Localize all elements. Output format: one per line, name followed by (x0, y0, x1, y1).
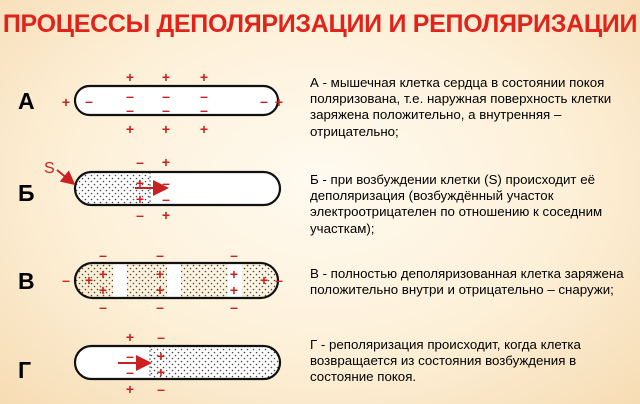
positive-charge: + (156, 266, 164, 282)
charge-symbols: +++–––––++–––+++–++–+––+–––+++–++–+++–––… (62, 69, 283, 397)
positive-charge: + (62, 94, 70, 110)
negative-charge: – (136, 154, 144, 170)
negative-charge: – (200, 88, 208, 104)
positive-charge: + (230, 266, 238, 282)
row-letter-a: А (18, 88, 35, 114)
cell-v-outline (73, 261, 280, 300)
positive-charge: + (136, 191, 144, 207)
positive-charge: + (260, 272, 268, 288)
negative-charge: – (136, 207, 144, 223)
negative-charge: – (230, 299, 238, 315)
positive-charge: + (162, 154, 170, 170)
positive-charge: + (230, 282, 238, 298)
positive-charge: + (162, 121, 170, 137)
positive-charge: + (126, 329, 134, 345)
negative-charge: – (99, 299, 107, 315)
negative-charge: – (157, 329, 165, 345)
row-letter-b: Б (18, 180, 35, 206)
row-letter-v: В (18, 268, 35, 294)
positive-charge: + (85, 272, 93, 288)
stimulus-label: S (44, 160, 55, 177)
description-a: А - мышечная клетка сердца в состоянии п… (310, 75, 612, 139)
positive-charge: + (136, 175, 144, 191)
stimulus-arrow (56, 169, 76, 186)
description-g: Г - реполяризация происходит, когда клет… (310, 337, 581, 385)
positive-charge: + (200, 69, 208, 85)
positive-charge: + (156, 282, 164, 298)
description-b: Б - при возбуждении клетки (S) происходи… (310, 172, 603, 236)
positive-charge: + (200, 121, 208, 137)
positive-charge: + (126, 121, 134, 137)
cell-g-excited-zone (150, 346, 280, 379)
negative-charge: – (162, 102, 170, 118)
cell-b-outline (73, 170, 282, 207)
positive-charge: + (126, 69, 134, 85)
positive-charge: + (157, 348, 165, 364)
negative-charge: – (230, 247, 238, 263)
description-v: В - полностью деполяризованная клетка за… (310, 266, 624, 298)
cell-a-resting (73, 84, 280, 117)
negative-charge: – (162, 88, 170, 104)
negative-charge: – (260, 93, 268, 109)
negative-charge: – (126, 364, 134, 380)
row-letter-g: Г (18, 357, 32, 383)
positive-charge: + (157, 364, 165, 380)
positive-charge: + (162, 69, 170, 85)
negative-charge: – (157, 381, 165, 397)
negative-charge: – (85, 93, 93, 109)
negative-charge: – (162, 175, 170, 191)
negative-charge: – (99, 247, 107, 263)
page-title: ПРОЦЕССЫ ДЕПОЛЯРИЗАЦИИ И РЕПОЛЯРИЗАЦИИ (2, 10, 638, 38)
positive-charge: + (275, 94, 283, 110)
negative-charge: – (126, 102, 134, 118)
negative-charge: – (156, 247, 164, 263)
negative-charge: – (62, 272, 70, 288)
positive-charge: + (162, 207, 170, 223)
negative-charge: – (162, 191, 170, 207)
negative-charge: – (126, 88, 134, 104)
positive-charge: + (126, 381, 134, 397)
cell-g-outline (73, 344, 282, 381)
positive-charge: + (99, 282, 107, 298)
negative-charge: – (126, 348, 134, 364)
negative-charge: – (200, 102, 208, 118)
negative-charge: – (275, 272, 283, 288)
negative-charge: – (156, 299, 164, 315)
positive-charge: + (99, 266, 107, 282)
